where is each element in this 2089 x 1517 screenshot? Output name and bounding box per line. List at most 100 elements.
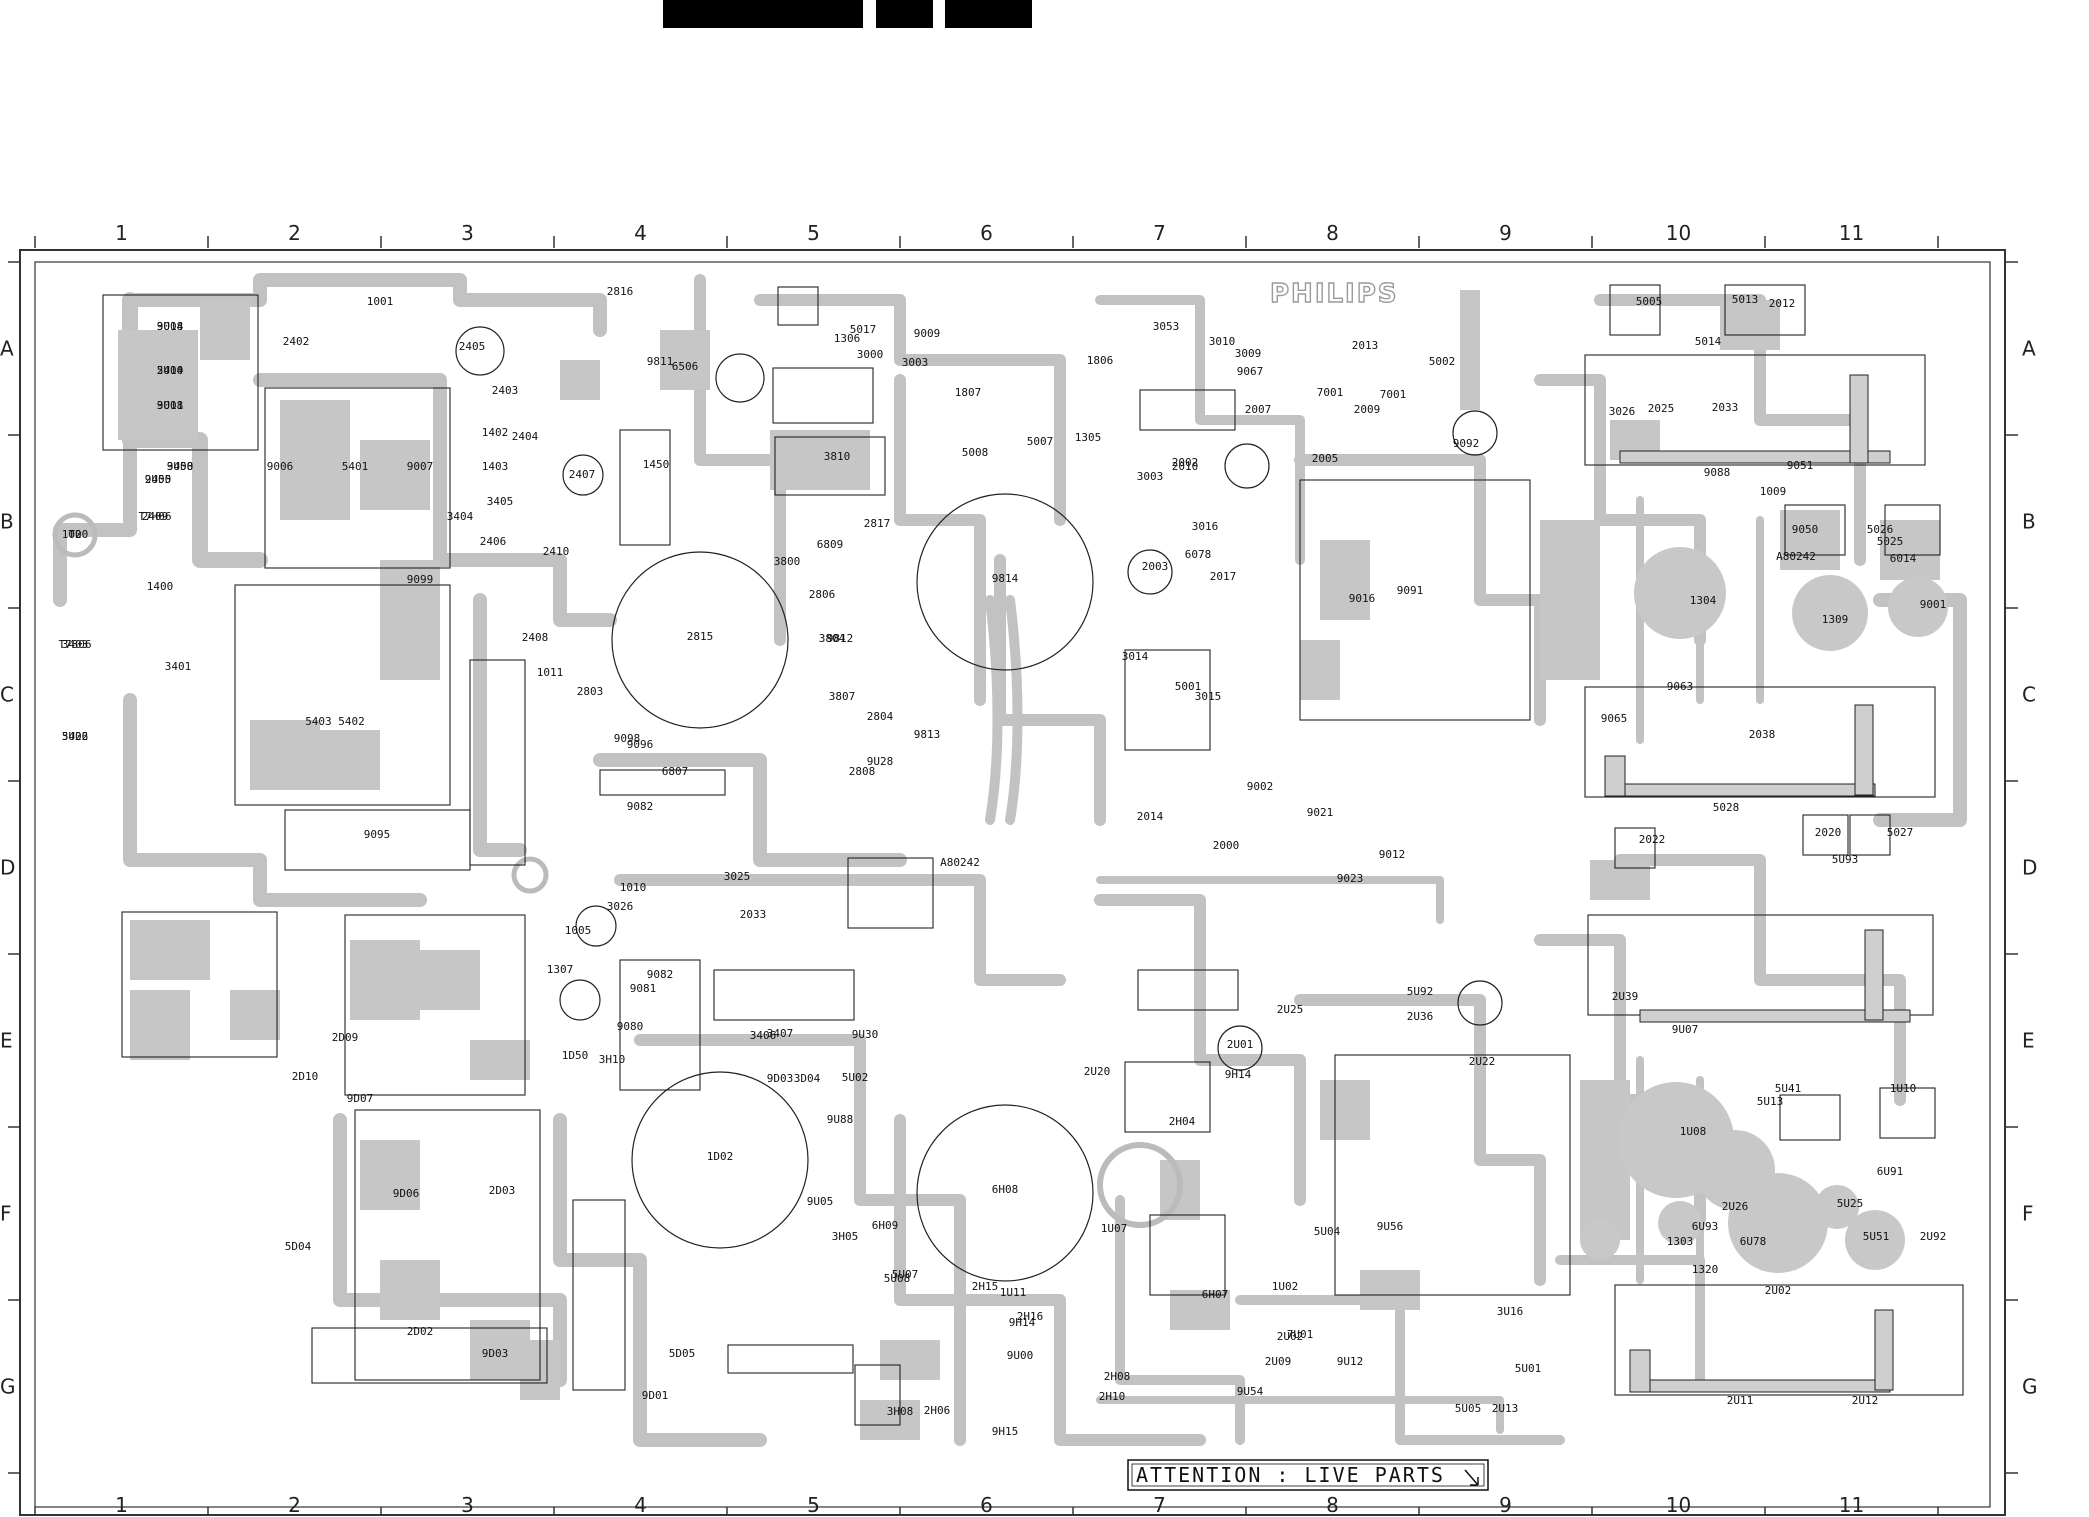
component-ref-59: 2816: [607, 285, 634, 298]
component-ref-209: 9U58: [167, 460, 194, 473]
component-ref-2: 9001: [157, 399, 184, 412]
component-ref-180: 5U13: [1757, 1095, 1784, 1108]
component-ref-38: 3003: [902, 356, 929, 369]
component-ref-11: 1001: [367, 295, 394, 308]
component-ref-202: 9U00: [1007, 1349, 1034, 1362]
component-ref-85: 9092: [1453, 437, 1480, 450]
component-ref-182: 6U91: [1877, 1165, 1904, 1178]
component-ref-30: 9095: [364, 828, 391, 841]
component-ref-9: 1400: [147, 580, 174, 593]
row-label-F-left: F: [0, 1202, 12, 1226]
component-ref-76: 3014: [1122, 650, 1149, 663]
component-ref-69: 2005: [1312, 452, 1339, 465]
component-ref-24: 5401: [342, 460, 369, 473]
component-ref-44: 6506: [672, 360, 699, 373]
component-ref-200: 2U25: [1277, 1003, 1304, 1016]
component-ref-169: 2U02: [1277, 1330, 1304, 1343]
component-ref-153: 1U11: [1000, 1286, 1027, 1299]
column-label-3-top: 3: [461, 221, 474, 245]
component-ref-187: 5U51: [1863, 1230, 1890, 1243]
warning-text: ATTENTION : LIVE PARTS: [1136, 1463, 1445, 1487]
component-ref-199: 9U56: [1377, 1220, 1404, 1233]
component-ref-159: 2H06: [924, 1404, 951, 1417]
component-ref-57: 9814: [992, 572, 1019, 585]
component-ref-17: 1403: [482, 460, 509, 473]
component-ref-23: 9006: [267, 460, 294, 473]
row-label-A-left: A: [0, 337, 14, 361]
component-ref-54: 5007: [1027, 435, 1054, 448]
capacitor-outlines: [52, 326, 1948, 1282]
component-ref-0: 9008: [157, 320, 184, 333]
component-ref-115: 2020: [1815, 826, 1842, 839]
component-ref-149: 3H05: [832, 1230, 859, 1243]
component-ref-102: 9050: [1792, 523, 1819, 536]
component-ref-65: 3009: [1235, 347, 1262, 360]
component-ref-93: 5005: [1636, 295, 1663, 308]
column-label-1-bottom: 1: [115, 1493, 128, 1517]
component-ref-160: 9H15: [992, 1425, 1019, 1438]
component-ref-189: 1303: [1667, 1235, 1694, 1248]
component-ref-117: 5028: [1713, 801, 1740, 814]
component-ref-184: 1U08: [1680, 1125, 1707, 1138]
component-ref-14: 2403: [492, 384, 519, 397]
drawing-frame: [19, 249, 2006, 1516]
component-ref-165: 2H10: [1099, 1390, 1126, 1403]
column-label-10-top: 10: [1666, 221, 1691, 245]
row-label-A-right: A: [2022, 337, 2036, 361]
component-ref-94: 5013: [1732, 293, 1759, 306]
component-ref-192: 2U92: [1920, 1230, 1947, 1243]
component-ref-6: 1000: [62, 528, 89, 541]
component-ref-195: 2U22: [1469, 1055, 1496, 1068]
component-ref-125: 3406: [750, 1029, 777, 1042]
component-ref-87: 2014: [1137, 810, 1164, 823]
component-ref-36: 9082: [627, 800, 654, 813]
component-ref-64: 3010: [1209, 335, 1236, 348]
component-ref-103: 1009: [1760, 485, 1787, 498]
component-ref-73: 2003: [1142, 560, 1169, 573]
component-ref-22: 2410: [543, 545, 570, 558]
component-ref-53: 1807: [955, 386, 982, 399]
component-ref-175: 5U05: [1455, 1402, 1482, 1415]
component-ref-137: 2D03: [489, 1184, 516, 1197]
component-ref-42: 3810: [824, 450, 851, 463]
component-ref-131: 1D50: [562, 1049, 589, 1062]
column-label-3-bottom: 3: [461, 1493, 474, 1517]
component-ref-46: 3800: [774, 555, 801, 568]
component-ref-143: 1D02: [707, 1150, 734, 1163]
component-ref-190: 1320: [1692, 1263, 1719, 1276]
component-ref-156: 5U08: [884, 1272, 911, 1285]
component-ref-92: 9012: [1379, 848, 1406, 861]
component-ref-81: 7001: [1380, 388, 1407, 401]
component-ref-204: 9U12: [1337, 1355, 1364, 1368]
component-ref-186: 5U25: [1837, 1197, 1864, 1210]
component-ref-82: 2009: [1354, 403, 1381, 416]
component-ref-86: 9091: [1397, 584, 1424, 597]
component-ref-40: 3000: [857, 348, 884, 361]
component-ref-8: 3402: [62, 730, 89, 743]
component-ref-166: 2U01: [1227, 1038, 1254, 1051]
row-label-G-left: G: [0, 1375, 16, 1399]
component-ref-1: 5400: [157, 364, 184, 377]
component-ref-110: 9001: [1920, 598, 1947, 611]
component-ref-111: 9065: [1601, 712, 1628, 725]
component-ref-52: 2808: [849, 765, 876, 778]
component-ref-28: 9098: [614, 732, 641, 745]
component-ref-176: 2U02: [1765, 1284, 1792, 1297]
column-label-4-top: 4: [634, 221, 647, 245]
column-label-9-top: 9: [1499, 221, 1512, 245]
component-ref-67: 2007: [1245, 403, 1272, 416]
component-ref-13: 2405: [459, 340, 486, 353]
component-ref-47: 2806: [809, 588, 836, 601]
component-ref-66: 9067: [1237, 365, 1264, 378]
component-ref-191: 5U93: [1832, 853, 1859, 866]
component-ref-211: T7H06: [138, 510, 171, 523]
component-ref-210: 9U55: [145, 473, 172, 486]
component-ref-161: 9H14: [1225, 1068, 1252, 1081]
row-label-D-right: D: [2022, 856, 2037, 880]
component-ref-130: 3H10: [599, 1053, 626, 1066]
component-ref-55: 5008: [962, 446, 989, 459]
component-ref-174: 2U13: [1492, 1402, 1519, 1415]
component-ref-27: 2408: [522, 631, 549, 644]
